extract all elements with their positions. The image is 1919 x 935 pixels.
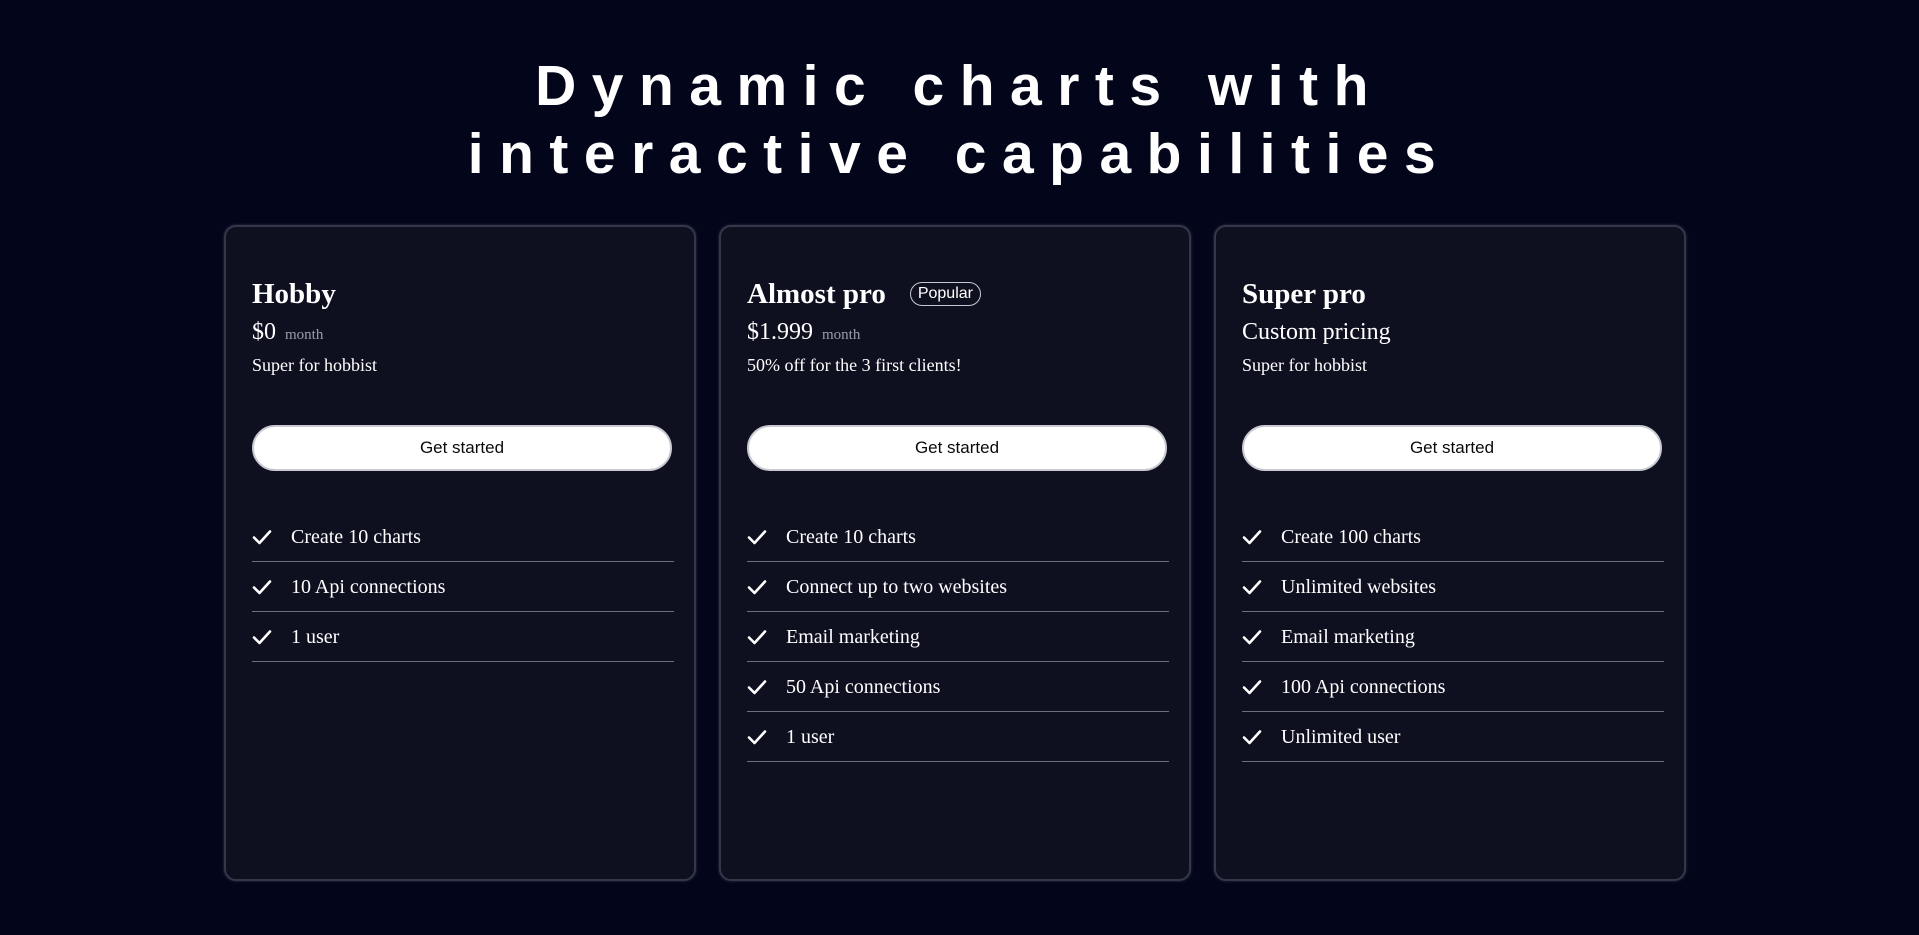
- get-started-button[interactable]: Get started: [1242, 425, 1662, 471]
- plan-description: 50% off for the 3 first clients!: [747, 355, 962, 375]
- plan-header: Almost pro Popular: [747, 277, 1163, 311]
- feature-list: Create 100 charts Unlimited websites Ema…: [1242, 512, 1664, 762]
- feature-item: Email marketing: [747, 612, 1169, 662]
- feature-item: Create 100 charts: [1242, 512, 1664, 562]
- feature-item: 1 user: [747, 712, 1169, 762]
- get-started-button[interactable]: Get started: [252, 425, 672, 471]
- page-headline: Dynamic charts with interactive capabili…: [0, 52, 1919, 188]
- plan-price: $1.999 month: [747, 317, 1163, 347]
- feature-item: 100 Api connections: [1242, 662, 1664, 712]
- feature-item: Create 10 charts: [747, 512, 1169, 562]
- get-started-button[interactable]: Get started: [747, 425, 1167, 471]
- check-icon: [252, 580, 272, 595]
- check-icon: [1242, 730, 1262, 745]
- check-icon: [1242, 530, 1262, 545]
- pricing-card-almost-pro: Almost pro Popular $1.999 month 50% off …: [719, 225, 1191, 881]
- price-unit: month: [822, 327, 861, 343]
- headline-line-1: Dynamic charts with: [535, 54, 1384, 118]
- check-icon: [747, 630, 767, 645]
- plan-price: Custom pricing: [1242, 317, 1658, 347]
- feature-label: 1 user: [786, 726, 835, 748]
- check-icon: [747, 530, 767, 545]
- feature-item: Email marketing: [1242, 612, 1664, 662]
- plan-name: Almost pro: [747, 278, 886, 310]
- price-amount: Custom pricing: [1242, 319, 1391, 345]
- check-icon: [1242, 680, 1262, 695]
- check-icon: [747, 580, 767, 595]
- check-icon: [1242, 580, 1262, 595]
- feature-label: Connect up to two websites: [786, 576, 1008, 598]
- headline-line-2: interactive capabilities: [467, 122, 1452, 186]
- check-icon: [747, 730, 767, 745]
- plan-header: Super pro: [1242, 277, 1658, 311]
- feature-label: Create 100 charts: [1281, 526, 1421, 548]
- plan-header: Hobby: [252, 277, 668, 311]
- feature-label: Unlimited websites: [1281, 576, 1436, 598]
- plan-description: Super for hobbist: [1242, 355, 1367, 375]
- feature-label: 50 Api connections: [786, 676, 941, 698]
- feature-item: Connect up to two websites: [747, 562, 1169, 612]
- plan-name: Super pro: [1242, 278, 1366, 310]
- price-unit: month: [285, 327, 324, 343]
- feature-item: 10 Api connections: [252, 562, 674, 612]
- plan-price: $0 month: [252, 317, 668, 347]
- feature-item: Create 10 charts: [252, 512, 674, 562]
- feature-label: 1 user: [291, 626, 340, 648]
- feature-label: Create 10 charts: [291, 526, 421, 548]
- check-icon: [252, 530, 272, 545]
- feature-label: Unlimited user: [1281, 726, 1401, 748]
- feature-label: 10 Api connections: [291, 576, 446, 598]
- check-icon: [252, 630, 272, 645]
- feature-item: 50 Api connections: [747, 662, 1169, 712]
- feature-list: Create 10 charts Connect up to two websi…: [747, 512, 1169, 762]
- feature-list: Create 10 charts 10 Api connections 1 us…: [252, 512, 674, 662]
- pricing-cards: Hobby $0 month Super for hobbist Get sta…: [224, 225, 1686, 881]
- feature-label: Email marketing: [1281, 626, 1415, 648]
- check-icon: [747, 680, 767, 695]
- feature-label: Email marketing: [786, 626, 920, 648]
- price-amount: $0: [252, 319, 276, 345]
- feature-label: Create 10 charts: [786, 526, 916, 548]
- plan-description: Super for hobbist: [252, 355, 377, 375]
- feature-item: 1 user: [252, 612, 674, 662]
- price-amount: $1.999: [747, 319, 813, 345]
- popular-badge: Popular: [909, 282, 981, 306]
- feature-label: 100 Api connections: [1281, 676, 1446, 698]
- feature-item: Unlimited user: [1242, 712, 1664, 762]
- pricing-card-hobby: Hobby $0 month Super for hobbist Get sta…: [224, 225, 696, 881]
- plan-name: Hobby: [252, 278, 336, 310]
- pricing-card-super-pro: Super pro Custom pricing Super for hobbi…: [1214, 225, 1686, 881]
- check-icon: [1242, 630, 1262, 645]
- feature-item: Unlimited websites: [1242, 562, 1664, 612]
